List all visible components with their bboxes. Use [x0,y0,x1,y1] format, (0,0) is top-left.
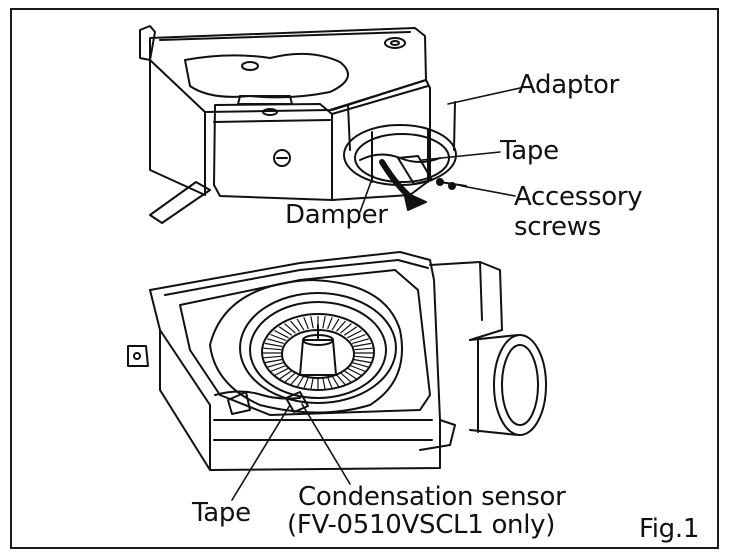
blade-line [352,362,369,368]
figure-frame [10,8,719,549]
blade-line [331,375,340,388]
blade-line [290,374,300,386]
blade-line [352,338,369,344]
blade-line [270,333,287,342]
blade-line [354,355,373,359]
blade-line [336,320,346,332]
blade-line [353,358,372,364]
blade-line [264,358,283,364]
label-sensor-model: (FV-0510VSCL1 only) [287,510,556,540]
blade-line [310,316,314,329]
blade-line [274,329,289,339]
blade-line [278,370,293,380]
blade-line [353,342,372,348]
blade-line [310,377,314,390]
blade-line [349,364,366,373]
blade-line [347,367,362,377]
blade-line [340,323,352,334]
label-tape-bottom: Tape [192,498,251,528]
blade-line [343,370,358,380]
blade-line [331,318,340,331]
blade-line [303,376,309,389]
blade-line [347,329,362,339]
blade-line [270,364,287,373]
blade-line [284,372,296,383]
blade-line [290,320,300,332]
blade-line [274,367,289,377]
blade-line [296,318,305,331]
blade-line [349,333,366,342]
label-tape-top: Tape [500,136,559,166]
blade-line [267,338,284,344]
label-accessory-screws-2: screws [514,212,601,242]
blade-line [354,347,373,351]
blade-line [264,342,283,348]
housing-top-drawing [139,25,521,224]
label-condensation-sensor: Condensation sensor [298,482,566,512]
label-adaptor: Adaptor [518,70,619,100]
blade-line [340,372,352,383]
figure-caption: Fig.1 [639,514,700,544]
blade-line [336,374,346,386]
label-accessory-screws-1: Accessory [514,182,643,212]
blade-line [343,326,358,336]
blade-line [303,317,309,330]
blade-line [327,317,333,330]
blade-line [322,377,326,390]
fan-body-drawing [127,251,547,501]
blade-line [327,376,333,389]
label-damper: Damper [285,200,388,230]
blade-line [267,362,284,368]
blade-line [263,347,282,351]
blade-line [296,375,305,388]
blade-line [284,323,296,334]
blade-line [322,316,326,329]
blade-line [263,355,282,359]
blade-line [278,326,293,336]
